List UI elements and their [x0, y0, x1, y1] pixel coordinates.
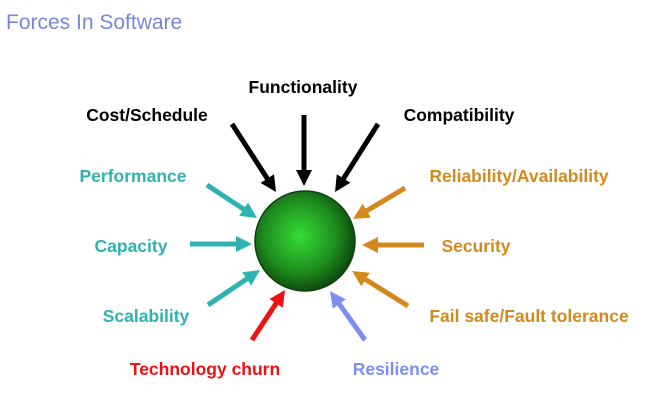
capacity-label: Capacity — [95, 236, 168, 256]
compatibility-label: Compatibility — [404, 105, 515, 125]
fail-safe-fault-tolerance-arrow-shaft — [362, 276, 410, 309]
performance-arrow — [205, 182, 257, 218]
technology-churn-arrow-shaft — [249, 300, 280, 342]
cost-schedule-arrow-head — [260, 174, 276, 192]
compatibility-arrow — [335, 122, 381, 192]
fail-safe-fault-tolerance-label: Fail safe/Fault tolerance — [429, 306, 629, 326]
reliability-availability-label: Reliability/Availability — [429, 166, 609, 186]
cost-schedule-arrow-shaft — [229, 122, 271, 182]
performance-label: Performance — [80, 166, 187, 186]
fail-safe-fault-tolerance-arrow — [352, 271, 410, 309]
software-core-sphere — [254, 190, 356, 292]
scalability-arrow-head — [242, 270, 260, 286]
functionality-arrow-head — [296, 170, 312, 186]
security-arrow — [362, 237, 424, 253]
technology-churn-arrow — [249, 290, 285, 342]
reliability-availability-arrow-shaft — [363, 185, 407, 214]
resilience-arrow — [330, 291, 368, 342]
resilience-arrow-shaft — [336, 300, 368, 342]
capacity-arrow-head — [236, 236, 252, 252]
functionality-arrow — [296, 115, 312, 186]
scalability-arrow-shaft — [206, 275, 250, 308]
security-label: Security — [441, 236, 510, 256]
diagram-title: Forces In Software — [6, 11, 183, 34]
compatibility-arrow-head — [335, 174, 351, 192]
reliability-availability-arrow — [353, 185, 407, 219]
scalability-arrow — [206, 270, 260, 308]
fail-safe-fault-tolerance-arrow-head — [352, 271, 370, 287]
cost-schedule-label: Cost/Schedule — [86, 105, 208, 125]
technology-churn-label: Technology churn — [130, 359, 280, 379]
reliability-availability-arrow-head — [353, 203, 371, 219]
scalability-label: Scalability — [103, 306, 190, 326]
capacity-arrow — [190, 236, 252, 252]
technology-churn-arrow-head — [269, 290, 285, 308]
cost-schedule-arrow — [229, 122, 276, 192]
resilience-label: Resilience — [353, 359, 440, 379]
resilience-arrow-head — [330, 291, 346, 309]
performance-arrow-shaft — [205, 182, 247, 213]
performance-arrow-head — [239, 202, 257, 218]
security-arrow-head — [362, 237, 378, 253]
compatibility-arrow-shaft — [340, 122, 381, 182]
functionality-label: Functionality — [249, 77, 358, 97]
